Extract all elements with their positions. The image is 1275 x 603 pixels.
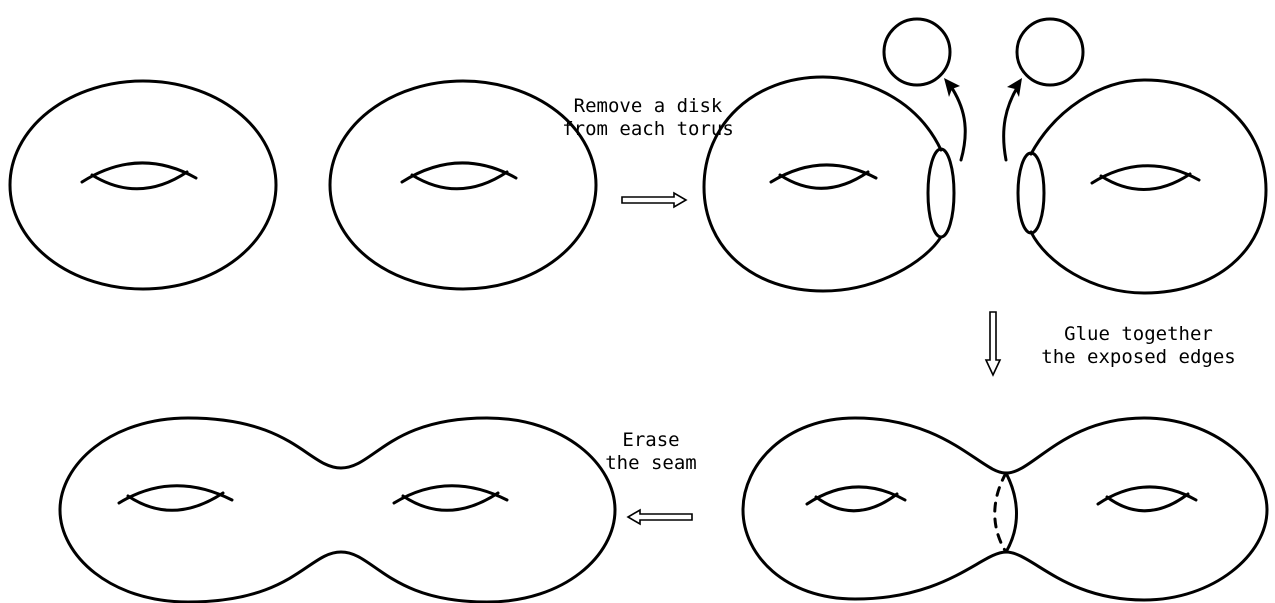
torus-left <box>8 79 278 291</box>
caption-erase-seam-line-1: Erase <box>622 429 680 451</box>
caption-glue-edges-line-1: Glue together <box>1064 323 1213 345</box>
seam-back-dashed <box>993 471 1008 554</box>
torus-right <box>328 79 598 291</box>
removed-disk-left <box>882 17 952 87</box>
caption-erase-seam-line-2: the seam <box>605 452 697 474</box>
exposed-edge-right <box>1016 151 1046 235</box>
torus-with-disk-removed-left <box>702 75 956 293</box>
arrow-right-step-1 <box>621 191 688 209</box>
genus-two-surface-with-seam <box>741 416 1269 602</box>
caption-remove-disk-line-1: Remove a disk <box>573 95 723 117</box>
removed-disk-right <box>1015 17 1085 87</box>
arrow-left-step-3 <box>626 508 693 526</box>
arrow-disk-removal-right <box>1002 78 1022 162</box>
torus-with-disk-removed-right <box>1016 78 1268 295</box>
genus-two-surface <box>58 416 617 603</box>
caption-glue-edges: Glue together the exposed edges <box>1012 323 1265 369</box>
caption-remove-disk: Remove a disk from each torus <box>548 95 748 141</box>
caption-glue-edges-line-2: the exposed edges <box>1041 346 1236 368</box>
seam-front <box>1004 471 1018 554</box>
exposed-edge-left <box>926 147 956 239</box>
arrow-disk-removal-left <box>944 78 967 162</box>
caption-remove-disk-line-2: from each torus <box>562 118 734 140</box>
arrow-down-step-2 <box>984 311 1002 377</box>
caption-erase-seam: Erase the seam <box>591 429 711 475</box>
